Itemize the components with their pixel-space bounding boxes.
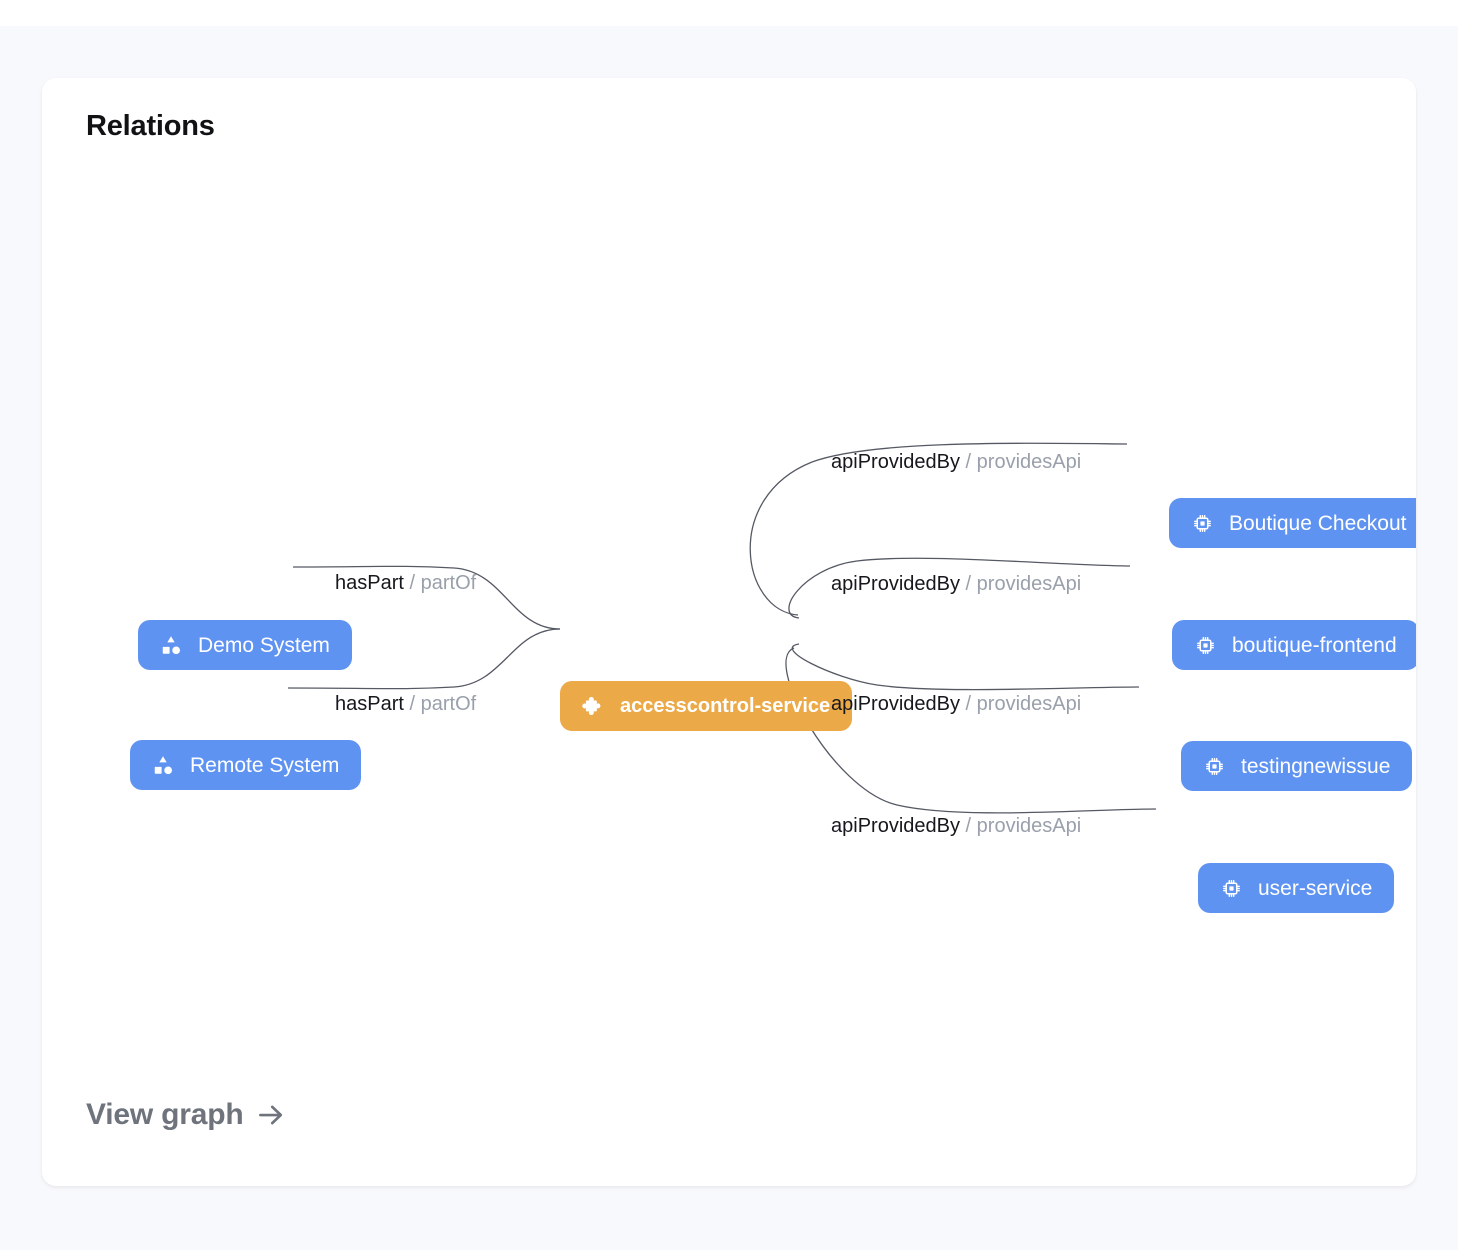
node-label: Boutique Checkout bbox=[1229, 511, 1407, 535]
node-user-service[interactable]: user-service bbox=[1198, 863, 1395, 913]
cpu-chip-icon bbox=[1203, 755, 1225, 777]
edge-label-forward: apiProvidedBy bbox=[831, 573, 960, 595]
node-boutique-checkout[interactable]: Boutique Checkout bbox=[1169, 498, 1416, 548]
node-label: boutique-frontend bbox=[1232, 633, 1397, 657]
cpu-chip-icon bbox=[1194, 634, 1216, 656]
edge-label-reverse: partOf bbox=[420, 572, 477, 594]
edge-label-reverse: providesApi bbox=[976, 573, 1082, 595]
edge-label-separator: / bbox=[409, 572, 421, 594]
node-remote-system[interactable]: Remote System bbox=[130, 740, 362, 790]
shapes-category-icon bbox=[152, 754, 174, 776]
edge-label-reverse: partOf bbox=[420, 693, 477, 715]
edge-testingnewissue-line bbox=[791, 643, 1140, 691]
edge-label-separator: / bbox=[409, 693, 421, 715]
node-label: user-service bbox=[1258, 876, 1373, 900]
node-boutique-frontend[interactable]: boutique-frontend bbox=[1172, 620, 1416, 670]
node-label: Demo System bbox=[198, 633, 330, 657]
graph-edges-layer bbox=[287, 442, 1157, 814]
arrow-right-icon bbox=[256, 1100, 286, 1130]
cpu-chip-icon bbox=[1220, 877, 1242, 899]
edge-label-reverse: providesApi bbox=[976, 693, 1082, 715]
relations-graph: Demo System Remote System bbox=[42, 78, 1416, 1108]
edge-label-reverse: providesApi bbox=[976, 815, 1082, 837]
edge-label-demo-system: hasPart / partOf bbox=[335, 573, 476, 593]
view-graph-label: View graph bbox=[86, 1098, 244, 1131]
puzzle-piece-icon bbox=[582, 695, 604, 717]
edge-label-user-service: apiProvidedBy / providesApi bbox=[831, 816, 1081, 836]
edge-label-forward: apiProvidedBy bbox=[831, 451, 960, 473]
edge-label-separator: / bbox=[965, 451, 977, 473]
edge-label-boutique-frontend: apiProvidedBy / providesApi bbox=[831, 574, 1081, 594]
edge-label-testingnewissue: apiProvidedBy / providesApi bbox=[831, 694, 1081, 714]
edge-label-boutique-checkout: apiProvidedBy / providesApi bbox=[831, 452, 1081, 472]
edge-label-separator: / bbox=[965, 693, 977, 715]
node-testingnewissue[interactable]: testingnewissue bbox=[1181, 741, 1413, 791]
cpu-chip-icon bbox=[1191, 512, 1213, 534]
edge-label-forward: hasPart bbox=[335, 693, 404, 715]
edge-remote-system-line bbox=[287, 628, 561, 690]
shapes-category-icon bbox=[160, 634, 182, 656]
node-accesscontrol-service[interactable]: accesscontrol-service bbox=[560, 681, 853, 731]
edge-label-forward: hasPart bbox=[335, 572, 404, 594]
edge-boutique-checkout-line bbox=[749, 442, 1128, 616]
edge-label-separator: / bbox=[965, 573, 977, 595]
edge-boutique-frontend-line bbox=[788, 557, 1131, 619]
relations-card: Relations Demo System bbox=[42, 78, 1416, 1186]
view-graph-link[interactable]: View graph bbox=[86, 1098, 286, 1132]
edge-label-forward: apiProvidedBy bbox=[831, 815, 960, 837]
edge-label-separator: / bbox=[965, 815, 977, 837]
page-title: Relations bbox=[86, 110, 215, 142]
node-label: Remote System bbox=[190, 753, 340, 777]
edge-label-remote-system: hasPart / partOf bbox=[335, 694, 476, 714]
page-top-strip bbox=[0, 0, 1458, 26]
edge-label-reverse: providesApi bbox=[976, 451, 1082, 473]
edge-label-forward: apiProvidedBy bbox=[831, 693, 960, 715]
node-demo-system[interactable]: Demo System bbox=[138, 620, 352, 670]
node-label: testingnewissue bbox=[1241, 754, 1391, 778]
edge-demo-system-line bbox=[292, 565, 561, 630]
node-label: accesscontrol-service bbox=[620, 695, 831, 717]
